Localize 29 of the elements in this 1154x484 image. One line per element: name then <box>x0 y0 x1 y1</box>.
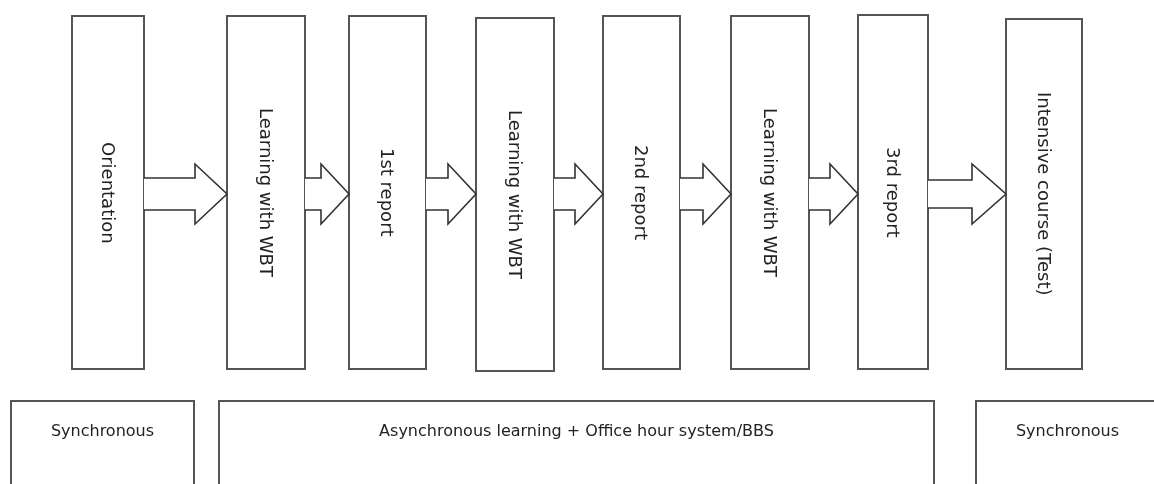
process-box <box>71 15 145 370</box>
process-box <box>857 14 929 370</box>
process-box <box>348 15 427 370</box>
step-label: 3rd report <box>882 146 904 238</box>
step-label: 2nd report <box>631 145 652 240</box>
step-label: Learning with WBT <box>255 108 277 277</box>
process-box <box>218 400 935 484</box>
block-arrow <box>553 161 605 227</box>
block-arrow <box>425 161 478 227</box>
process-box <box>10 400 195 484</box>
step-label: Orientation <box>97 141 119 244</box>
process-box <box>475 17 555 372</box>
step-label: 1st report <box>377 148 398 237</box>
block-arrow <box>304 161 351 227</box>
step-label: Synchronous <box>50 420 155 442</box>
block-arrow <box>927 162 1008 226</box>
process-box <box>730 15 810 370</box>
step-label: Asynchronous learning + Office hour system/BBS <box>379 420 774 442</box>
process-box <box>1005 18 1083 370</box>
step-label: Intensive course (Test) <box>1033 92 1055 296</box>
block-arrow <box>679 161 733 227</box>
process-box <box>975 400 1154 484</box>
step-label: Synchronous <box>1015 420 1120 442</box>
step-label: Learning with WBT <box>759 108 781 277</box>
block-arrow <box>143 162 229 226</box>
step-label: Learning with WBT <box>504 110 526 279</box>
process-box <box>226 15 306 370</box>
block-arrow <box>808 161 860 227</box>
process-box <box>602 15 681 370</box>
